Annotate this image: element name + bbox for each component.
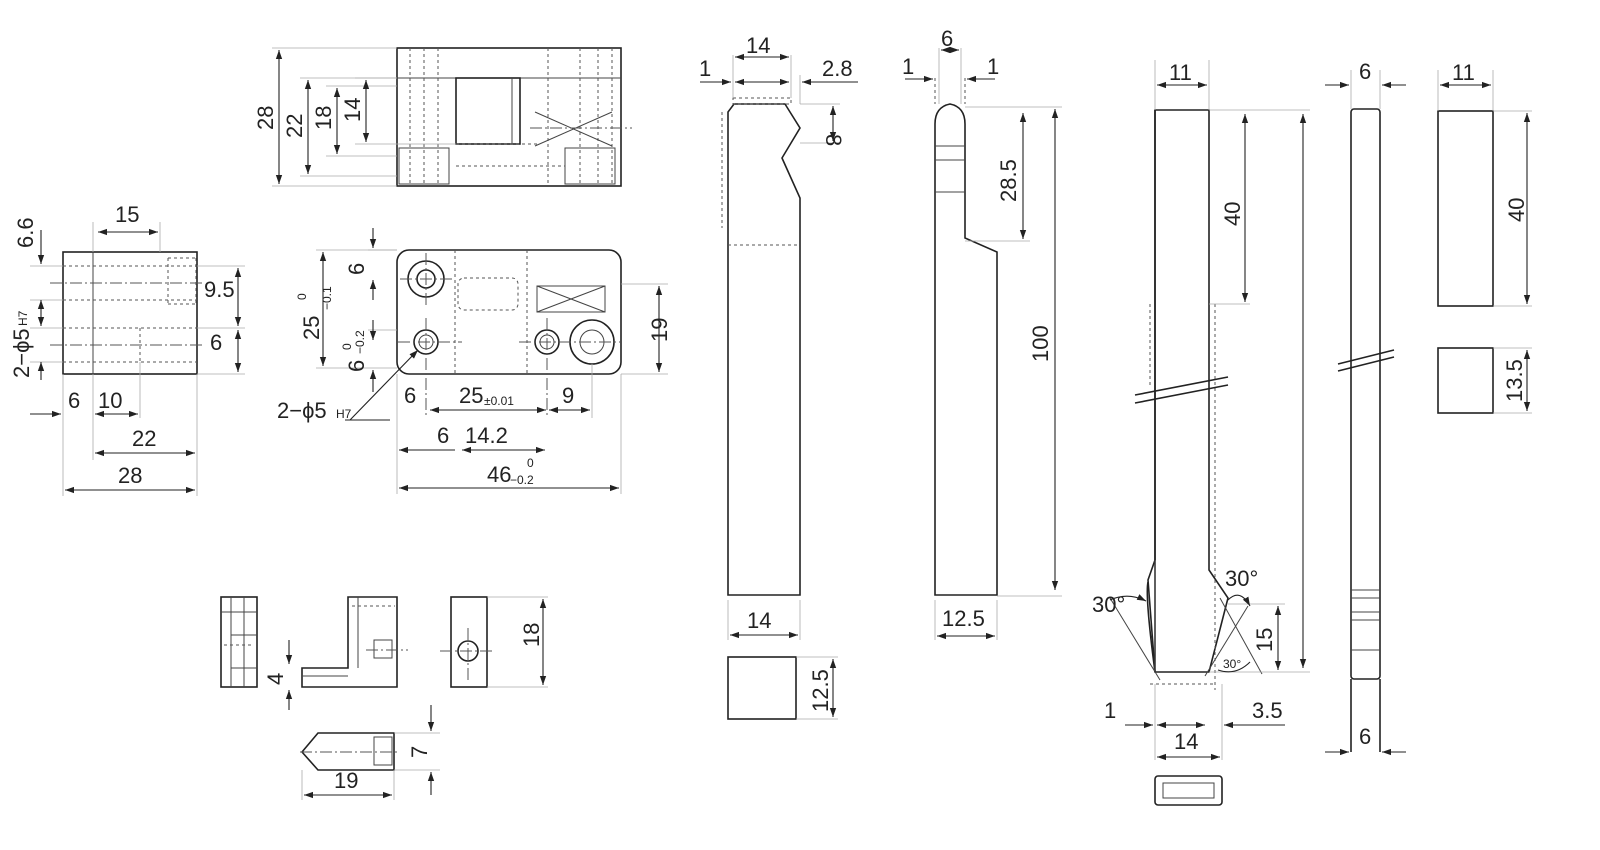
dim-b14: 14 [340,98,365,122]
dim-a9-5: 9.5 [204,277,235,302]
dim-e18: 18 [519,623,544,647]
dim-h3-5: 3.5 [1252,698,1283,723]
dim-h1: 1 [1104,698,1116,723]
tool-1: 14 1 2.8 8 14 12.5 [699,33,858,720]
block-side-view: 15 6.6 2−ϕ5 H7 9.5 6 6 10 22 28 [9,202,245,496]
dim-c-holes-tol: H7 [336,407,352,421]
dim-b28: 28 [253,106,278,130]
tool-2: 6 1 1 28.5 100 12.5 [902,26,1062,640]
dim-c6: 6 [344,263,369,275]
dim-g100: 100 [1028,325,1053,362]
dim-c25: 25 [299,316,324,340]
dim-a15: 15 [115,202,139,227]
dim-i6b: 6 [1359,724,1371,749]
dim-a-holes: 2−ϕ5 [9,328,34,378]
dim-h30b: 30° [1225,566,1258,591]
dim-c25b: 25 [459,383,483,408]
small-parts: 4 18 7 19 [220,596,548,800]
dim-c25-up: 0 [295,293,309,300]
dim-j13-5: 13.5 [1502,359,1527,402]
dim-g12-5: 12.5 [942,606,985,631]
dim-b18: 18 [311,106,336,130]
dim-c9: 9 [562,383,574,408]
dim-g1b: 1 [987,54,999,79]
dim-e7: 7 [407,746,432,758]
dim-g28-5: 28.5 [996,159,1021,202]
dim-b22: 22 [282,114,307,138]
dim-c46-up: 0 [527,456,534,470]
dim-h15: 15 [1252,628,1277,652]
dim-f1: 1 [699,56,711,81]
dim-h14: 14 [1174,729,1198,754]
dim-j11: 11 [1452,60,1475,85]
dim-c19: 19 [647,318,672,342]
dim-c46-tol: −0.2 [510,473,534,487]
dim-h40: 40 [1220,202,1245,226]
dim-a28: 28 [118,463,142,488]
dim-c6c: 6 [404,383,416,408]
dim-h30a: 30° [1092,592,1125,617]
dim-a6-6: 6.6 [13,217,38,248]
dim-f14b: 14 [747,608,771,633]
dim-c6b-tol: −0.2 [353,330,367,354]
dim-c14-2: 14.2 [465,423,508,448]
dim-h30c: 30° [1223,657,1241,671]
dim-g6: 6 [941,26,953,51]
dim-c6d: 6 [437,423,449,448]
dim-f14: 14 [746,33,770,58]
dim-g1: 1 [902,54,914,79]
dim-f2-8: 2.8 [822,56,853,81]
dim-a10: 10 [98,388,122,413]
dim-j40: 40 [1504,198,1529,222]
tool-3: 11 40 30° 30° 30° 15 1 3.5 14 [1092,60,1310,806]
dim-a6b: 6 [68,388,80,413]
small-blocks-right: 11 40 13.5 [1437,60,1532,414]
dim-a6: 6 [210,330,222,355]
dim-c25b-tol: ±0.01 [484,394,514,408]
dim-a-holes-tol: H7 [16,310,30,326]
dim-c46: 46 [487,462,511,487]
thin-bar: 6 6 [1325,59,1406,756]
dim-e4: 4 [263,673,288,685]
dim-f8: 8 [821,134,846,146]
dim-f12-5: 12.5 [808,669,833,712]
dim-c6b-up: 0 [340,343,354,350]
block-front-view: 6 25 −0.1 0 6 −0.2 0 19 2−ϕ5 H7 6 25 ±0.… [277,228,672,494]
dim-i6: 6 [1359,59,1371,84]
dim-c25-tol: −0.1 [320,286,334,310]
dim-a22: 22 [132,426,156,451]
dim-e19: 19 [334,768,358,793]
dim-c-holes: 2−ϕ5 [277,398,327,423]
dim-h11: 11 [1169,60,1192,85]
dim-c6b: 6 [344,360,369,372]
block-top-view: 28 22 18 14 [253,47,632,187]
